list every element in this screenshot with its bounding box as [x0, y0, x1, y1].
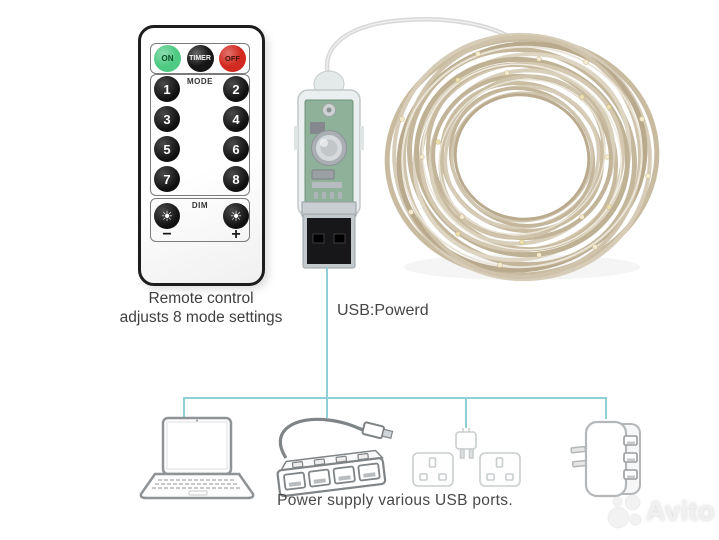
led-bulbs [399, 51, 651, 268]
mode-button-7: 7 [154, 166, 180, 192]
dim-button-group: DIM ☀ ☀ − + [150, 198, 250, 243]
mode-button-4: 4 [223, 106, 249, 132]
mode-button-2: 2 [223, 76, 249, 102]
usb-wall-charger-icon [570, 420, 641, 498]
watermark-brand: Avito [646, 495, 715, 526]
usb-power-label: USB:Powerd [337, 302, 429, 319]
remote-control: ON TIMER OFF MODE 1 2 3 4 5 6 7 8 DIM ☀ … [138, 25, 265, 286]
sun-icon: ☀ [229, 207, 243, 224]
timer-button: TIMER [186, 45, 214, 72]
mode-button-8: 8 [223, 166, 249, 192]
connector-line-horizontal [183, 397, 607, 399]
dim-label: DIM [191, 201, 209, 210]
dim-minus-label: − [162, 226, 172, 243]
usb-controller [294, 70, 364, 269]
led-string-coil [384, 32, 660, 282]
connector-line-vertical [326, 267, 328, 418]
avito-watermark: Avito [606, 492, 715, 530]
mode-button-6: 6 [223, 136, 249, 162]
usb-plug [302, 213, 356, 269]
brightness-down-button: ☀ [154, 203, 180, 229]
usb-hub-icon [276, 417, 394, 498]
remote-caption-line2: adjusts 8 mode settings [119, 308, 283, 326]
dim-plus-label: + [231, 226, 241, 243]
power-button-group: ON TIMER OFF [150, 43, 250, 74]
mode-button-3: 3 [154, 106, 180, 132]
uk-socket-icon [412, 428, 521, 487]
power-supply-caption: Power supply various USB ports. [277, 492, 513, 509]
mode-button-5: 5 [154, 136, 180, 162]
on-button: ON [154, 45, 181, 72]
off-button: OFF [219, 45, 246, 72]
connector-drop-laptop [183, 397, 185, 419]
connector-drop-socket [465, 397, 467, 428]
remote-caption-line1: Remote control [148, 290, 254, 307]
avito-logo-icon [607, 494, 642, 529]
mode-label: MODE [187, 77, 213, 86]
mode-button-1: 1 [154, 76, 180, 102]
sun-icon: ☀ [160, 207, 174, 224]
connector-drop-charger [605, 397, 607, 419]
mode-button-group: MODE 1 2 3 4 5 6 7 8 [150, 74, 250, 196]
laptop-icon [139, 416, 255, 500]
remote-caption: Remote control adjusts 8 mode settings [92, 290, 310, 327]
brightness-up-button: ☀ [223, 203, 249, 229]
